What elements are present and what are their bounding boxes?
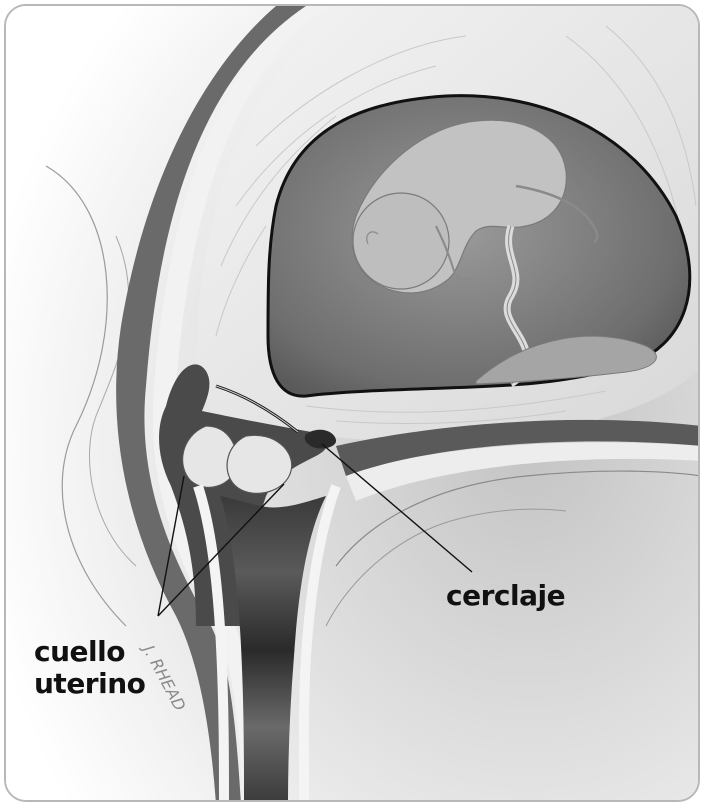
cerclaje-label: cerclaje — [446, 580, 565, 612]
illustration-frame: cerclaje cuello uterino J. RHEAD — [4, 4, 700, 802]
cuello-label-line2: uterino — [34, 668, 145, 700]
cuello-label-line1: cuello — [34, 636, 145, 668]
cuello-uterino-label: cuello uterino — [34, 636, 145, 700]
